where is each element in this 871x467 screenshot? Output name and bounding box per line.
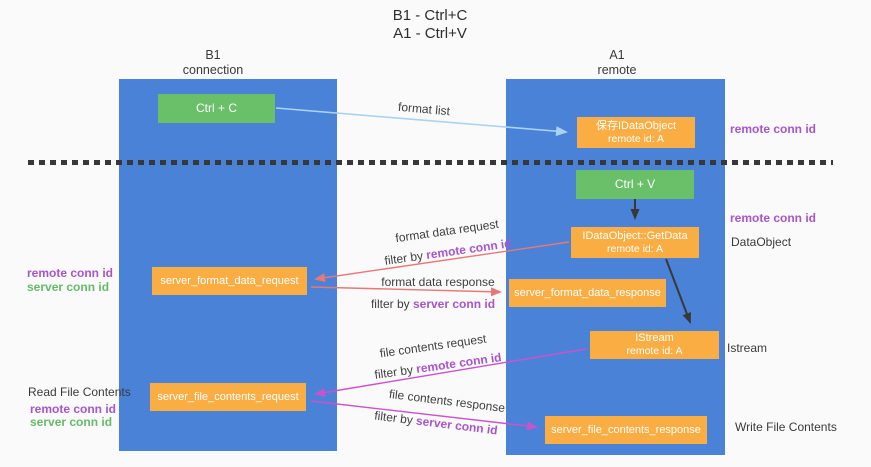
- label-server-conn-id-left-bottom: server conn id: [30, 415, 113, 429]
- node-server-format-data-request: server_format_data_request: [152, 267, 307, 295]
- server-conn-id-text: server conn id: [415, 413, 499, 438]
- label-server-conn-id-left-top: server conn id: [27, 280, 110, 294]
- label-remote-conn-id-left-bottom: remote conn id: [30, 402, 117, 416]
- lane-a1-role: remote: [597, 63, 637, 77]
- node-istream-line2: remote id: A: [626, 345, 683, 357]
- label-dataobject: DataObject: [731, 235, 792, 249]
- label-file-contents-response: file contents response: [388, 386, 506, 416]
- label-format-list: format list: [397, 99, 451, 119]
- node-save-idataobject-line1: 保存IDataObject: [595, 119, 677, 132]
- node-server-file-contents-response: server_file_contents_response: [545, 416, 707, 444]
- node-file-response-label: server_file_contents_response: [551, 423, 701, 436]
- remote-conn-id-text: remote conn id: [415, 350, 503, 376]
- title-line-1: B1 - Ctrl+C: [392, 7, 468, 24]
- remote-conn-id-text: remote conn id: [425, 236, 513, 262]
- node-ctrl-v: Ctrl + V: [576, 170, 694, 199]
- lane-b1-name: B1: [205, 48, 221, 62]
- node-server-format-data-response: server_format_data_response: [509, 279, 666, 307]
- label-conn-ids-left-top: remote conn id server conn id: [27, 266, 113, 294]
- lane-header-a1: A1 remote: [552, 48, 682, 78]
- phase-divider-dashed-line: [28, 160, 833, 165]
- label-remote-conn-id-right-mid: remote conn id: [730, 211, 817, 225]
- node-save-idataobject-line2: remote id: A: [607, 132, 665, 145]
- filter-by-text: filter by: [370, 297, 413, 311]
- node-getdata-line2: remote id: A: [606, 242, 664, 255]
- node-format-response-label: server_format_data_response: [514, 286, 661, 299]
- node-getdata-line1: IDataObject::GetData: [582, 229, 688, 242]
- label-filter-server-conn-id-2: filter by server conn id: [374, 408, 499, 437]
- label-filter-server-conn-id-1: filter by server conn id: [371, 297, 495, 311]
- node-file-request-label: server_file_contents_request: [157, 390, 299, 403]
- diagram-title: B1 - Ctrl+C A1 - Ctrl+V: [280, 7, 580, 43]
- filter-by-text: filter by: [373, 362, 418, 382]
- node-ctrl-c-label: Ctrl + C: [195, 101, 237, 115]
- node-istream: IStream remote id: A: [590, 331, 719, 359]
- lane-a1-name: A1: [609, 48, 625, 62]
- node-save-idataobject: 保存IDataObject remote id: A: [577, 117, 695, 148]
- node-ctrl-v-label: Ctrl + V: [614, 177, 656, 191]
- node-ctrl-c: Ctrl + C: [158, 94, 275, 123]
- node-istream-line1: IStream: [635, 332, 674, 344]
- label-remote-conn-id-right-top: remote conn id: [730, 122, 817, 136]
- label-read-file-contents: Read File Contents: [28, 385, 131, 399]
- server-conn-id-text: server conn id: [412, 297, 496, 311]
- lane-b1-role: connection: [182, 63, 244, 77]
- node-idataobject-getdata: IDataObject::GetData remote id: A: [571, 227, 699, 258]
- filter-by-text: filter by: [383, 248, 428, 268]
- label-conn-ids-left-bottom: remote conn id server conn id: [30, 403, 116, 429]
- title-line-2: A1 - Ctrl+V: [393, 25, 467, 42]
- node-server-file-contents-request: server_file_contents_request: [150, 383, 306, 411]
- lane-header-b1: B1 connection: [148, 48, 278, 78]
- label-write-file-contents: Write File Contents: [735, 420, 837, 434]
- filter-by-text: filter by: [373, 408, 417, 428]
- label-format-data-response: format data response: [381, 275, 495, 289]
- label-istream: Istream: [727, 341, 768, 355]
- label-remote-conn-id-left-top: remote conn id: [27, 266, 114, 280]
- node-format-request-label: server_format_data_request: [160, 274, 299, 287]
